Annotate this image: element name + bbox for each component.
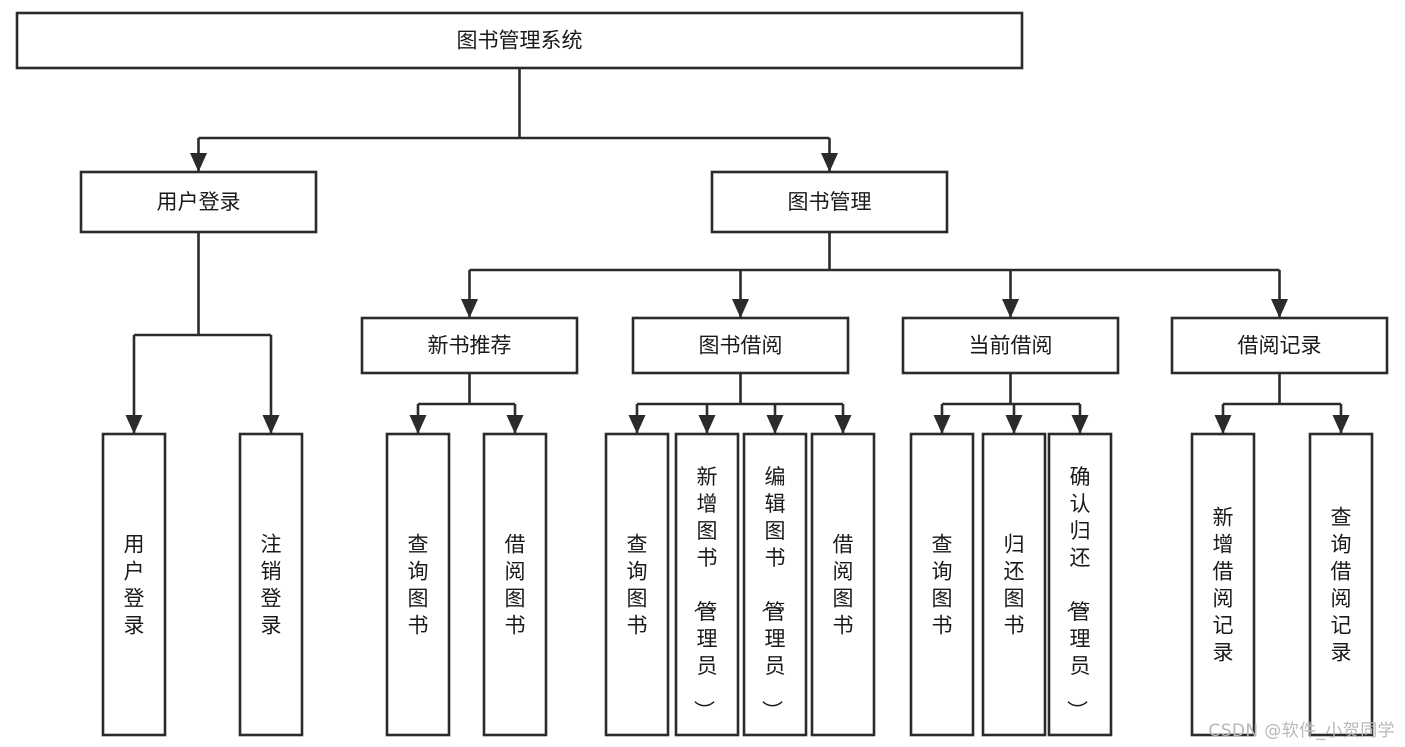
node-book-borrow[interactable]: 图书借阅 — [631, 316, 850, 375]
node-leaf-query-book-cur-label: 查询图书 — [932, 533, 953, 638]
node-leaf-borrow-book-rec[interactable]: 借阅图书 — [482, 432, 548, 737]
node-book-manage-label: 图书管理 — [788, 190, 872, 214]
node-root[interactable]: 图书管理系统 — [15, 11, 1024, 70]
node-leaf-user-login-label: 用户登录 — [124, 533, 145, 638]
node-new-book-rec-box[interactable] — [360, 316, 579, 375]
node-borrow-record[interactable]: 借阅记录 — [1170, 316, 1389, 375]
node-leaf-add-record[interactable]: 新增借阅记录 — [1190, 432, 1256, 737]
book-manage-arrow-0 — [461, 299, 478, 318]
borrow-record-arrow-1 — [1332, 415, 1350, 434]
node-leaf-query-record[interactable]: 查询借阅记录 — [1308, 432, 1374, 737]
borrow-record-arrow-0 — [1214, 415, 1232, 434]
node-leaf-borrow-book-rec-label: 借阅图书 — [505, 533, 526, 638]
node-root-label: 图书管理系统 — [457, 29, 583, 53]
node-leaf-confirm-return[interactable]: 确认归还（管理员） — [1047, 432, 1113, 737]
node-leaf-add-book-box[interactable] — [674, 432, 740, 737]
node-leaf-query-book-rec-label: 查询图书 — [408, 533, 429, 638]
node-current-borrow[interactable]: 当前借阅 — [901, 316, 1120, 375]
user-login-arrow-1 — [262, 415, 280, 434]
node-leaf-return-book-label: 归还图书 — [1004, 533, 1025, 638]
node-user-login[interactable]: 用户登录 — [79, 170, 318, 234]
node-leaf-add-record-box[interactable] — [1190, 432, 1256, 737]
node-leaf-user-login-box[interactable] — [101, 432, 167, 737]
node-book-manage[interactable]: 图书管理 — [710, 170, 949, 234]
book-manage-arrow-1 — [732, 299, 749, 318]
node-leaf-edit-book-box[interactable] — [742, 432, 808, 737]
book-borrow-arrow-1 — [698, 415, 716, 434]
node-leaf-logout-box[interactable] — [238, 432, 304, 737]
book-borrow-arrow-2 — [766, 415, 784, 434]
current-borrow-arrow-1 — [1005, 415, 1023, 434]
book-borrow-arrow-0 — [628, 415, 646, 434]
node-leaf-confirm-return-label: 确认归还（管理员） — [1065, 465, 1091, 721]
user-login-arrow-0 — [125, 415, 143, 434]
node-leaf-confirm-return-box[interactable] — [1047, 432, 1113, 737]
node-book-borrow-label: 图书借阅 — [699, 334, 783, 358]
watermark-label: CSDN @软件_小贺同学 — [1208, 721, 1395, 741]
node-leaf-query-book-borrow-box[interactable] — [604, 432, 670, 737]
node-leaf-query-record-label: 查询借阅记录 — [1331, 506, 1352, 665]
node-borrow-record-box[interactable] — [1170, 316, 1389, 375]
node-leaf-query-book-rec-box[interactable] — [385, 432, 451, 737]
node-leaf-edit-book-label: 编辑图书（管理员） — [760, 465, 786, 721]
node-leaf-add-book[interactable]: 新增图书（管理员） — [674, 432, 740, 737]
node-leaf-add-book-label: 新增图书（管理员） — [692, 465, 718, 721]
node-leaf-query-record-box[interactable] — [1308, 432, 1374, 737]
node-layer: 图书管理系统用户登录图书管理新书推荐图书借阅当前借阅借阅记录用户登录注销登录查询… — [15, 11, 1389, 737]
book-borrow-arrow-3 — [834, 415, 852, 434]
node-leaf-query-book-cur[interactable]: 查询图书 — [909, 432, 975, 737]
node-book-manage-box[interactable] — [710, 170, 949, 234]
node-leaf-query-book-rec[interactable]: 查询图书 — [385, 432, 451, 737]
root-arrow-0 — [190, 153, 207, 172]
node-current-borrow-label: 当前借阅 — [969, 334, 1053, 358]
node-leaf-user-login[interactable]: 用户登录 — [101, 432, 167, 737]
current-borrow-arrow-2 — [1071, 415, 1089, 434]
node-leaf-add-record-label: 新增借阅记录 — [1213, 506, 1234, 665]
new-book-rec-arrow-0 — [409, 415, 427, 434]
node-leaf-borrow-book[interactable]: 借阅图书 — [810, 432, 876, 737]
node-leaf-query-book-borrow[interactable]: 查询图书 — [604, 432, 670, 737]
connector-layer — [125, 68, 1350, 434]
node-leaf-query-book-cur-box[interactable] — [909, 432, 975, 737]
book-manage-arrow-3 — [1271, 299, 1288, 318]
node-new-book-rec[interactable]: 新书推荐 — [360, 316, 579, 375]
book-manage-arrow-2 — [1002, 299, 1019, 318]
node-user-login-label: 用户登录 — [157, 190, 241, 214]
node-current-borrow-box[interactable] — [901, 316, 1120, 375]
node-leaf-borrow-book-label: 借阅图书 — [833, 533, 854, 638]
node-leaf-borrow-book-rec-box[interactable] — [482, 432, 548, 737]
node-leaf-query-book-borrow-label: 查询图书 — [627, 533, 648, 638]
node-new-book-rec-label: 新书推荐 — [428, 334, 512, 358]
node-leaf-logout-label: 注销登录 — [261, 533, 282, 638]
new-book-rec-arrow-1 — [506, 415, 524, 434]
node-leaf-edit-book[interactable]: 编辑图书（管理员） — [742, 432, 808, 737]
node-book-borrow-box[interactable] — [631, 316, 850, 375]
node-leaf-return-book-box[interactable] — [981, 432, 1047, 737]
node-borrow-record-label: 借阅记录 — [1238, 334, 1322, 358]
current-borrow-arrow-0 — [933, 415, 951, 434]
root-arrow-1 — [821, 153, 838, 172]
node-user-login-box[interactable] — [79, 170, 318, 234]
node-leaf-logout[interactable]: 注销登录 — [238, 432, 304, 737]
node-root-box[interactable] — [15, 11, 1024, 70]
node-leaf-borrow-book-box[interactable] — [810, 432, 876, 737]
node-leaf-return-book[interactable]: 归还图书 — [981, 432, 1047, 737]
